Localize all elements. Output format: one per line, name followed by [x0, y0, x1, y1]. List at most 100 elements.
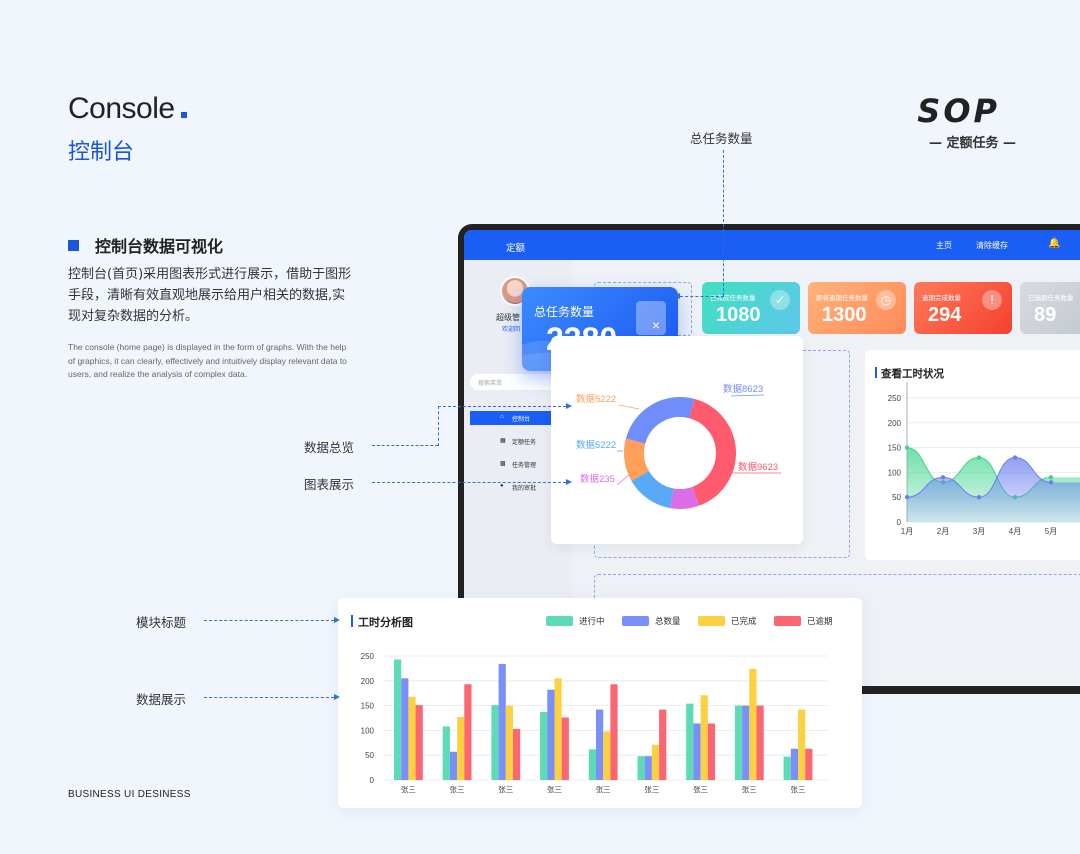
- donut-label: 数据5222: [576, 439, 616, 451]
- bar: [610, 684, 618, 780]
- bar: [408, 696, 416, 780]
- group-icon: ▩: [500, 461, 506, 467]
- y-tick-label: 200: [888, 419, 902, 428]
- data-point: [1048, 480, 1054, 485]
- bar: [547, 689, 555, 780]
- bar: [596, 709, 604, 780]
- stat-card-overdue[interactable]: 已逾期任务数量 89: [1020, 282, 1080, 334]
- bar: [588, 749, 596, 780]
- app-brand: 定额: [506, 243, 526, 254]
- title-dot: [180, 112, 187, 118]
- annotation-line: [680, 296, 724, 297]
- legend-item-in-progress[interactable]: 进行中: [546, 615, 605, 627]
- annotation-line: [438, 406, 566, 407]
- stat-card-about-overdue[interactable]: 即将逾期任务数量 1300 ◷: [808, 282, 906, 334]
- y-tick-label: 150: [361, 702, 375, 711]
- sidebar-item-console[interactable]: ⌂控制台: [470, 411, 552, 425]
- y-tick-label: 150: [888, 444, 902, 453]
- area-fill: [907, 457, 1080, 522]
- annotation-total-tasks: 总任务数量: [690, 131, 753, 146]
- annotation-line: [204, 620, 334, 621]
- x-tick-label: 张三: [742, 785, 757, 794]
- bar: [603, 731, 611, 780]
- brand-subtitle: — 定额任务 —: [928, 136, 1016, 151]
- y-tick-label: 250: [361, 652, 375, 661]
- annotation-line: [438, 406, 439, 446]
- bar: [783, 756, 791, 780]
- bar: [651, 744, 660, 780]
- top-nav-bar: 定额 主页 清除缓存 🔔: [464, 230, 1080, 260]
- x-tick-label: 张三: [693, 785, 708, 794]
- user-icon: ●: [500, 483, 504, 489]
- sidebar-item-quota-task[interactable]: ▦定额任务: [500, 438, 537, 446]
- legend-swatch: [774, 615, 801, 626]
- document-icon: [636, 301, 666, 335]
- legend-item-overdue[interactable]: 已逾期: [774, 615, 833, 627]
- bar: [805, 748, 813, 780]
- data-point: [1012, 455, 1018, 460]
- annotation-data-display: 数据展示: [136, 692, 187, 707]
- legend-swatch: [546, 615, 573, 626]
- x-tick-label: 张三: [596, 785, 611, 794]
- section-description-cn: 控制台(首页)采用图表形式进行展示，借助于图形手段，清晰有效直观地展示给用户相关…: [68, 267, 352, 324]
- x-tick-label: 张三: [401, 785, 416, 794]
- data-point: [904, 445, 910, 450]
- donut-leader-line: [618, 404, 640, 410]
- check-icon: ✓: [770, 290, 790, 310]
- y-tick-label: 200: [361, 677, 375, 686]
- annotation-overview: 数据总览: [304, 440, 355, 455]
- stat-card-completed[interactable]: 已完成任务数量 1080 ✓: [702, 282, 800, 334]
- donut-slice: [625, 397, 695, 445]
- bar: [464, 684, 472, 780]
- legend-item-total[interactable]: 总数量: [622, 615, 681, 627]
- donut-leader-line: [616, 474, 630, 486]
- y-tick-label: 100: [361, 726, 375, 735]
- nav-clear-cache[interactable]: 清除缓存: [976, 241, 1008, 250]
- bar: [415, 705, 423, 780]
- arrow-icon: [566, 403, 572, 409]
- y-tick-label: 250: [888, 394, 902, 403]
- x-tick-label: 张三: [450, 785, 465, 794]
- annotation-chart: 图表展示: [304, 477, 355, 492]
- bar: [505, 705, 513, 780]
- stat-card-overdue-completed[interactable]: 逾期完成数量 294 !: [914, 282, 1012, 334]
- home-icon: ⌂: [500, 414, 504, 420]
- page-title: Console: [68, 92, 187, 126]
- bar: [394, 659, 402, 780]
- clock-icon: ◷: [876, 290, 896, 310]
- sidebar-item-task-manage[interactable]: ▩任务管理: [500, 461, 537, 469]
- data-point: [976, 455, 982, 460]
- bell-icon[interactable]: 🔔: [1048, 238, 1061, 249]
- bar: [700, 695, 708, 780]
- y-tick-label: 100: [888, 468, 902, 477]
- x-tick-label: 2月: [937, 527, 949, 536]
- bar: [513, 728, 521, 780]
- brand-logo: SOP: [917, 92, 1000, 130]
- bar: [449, 751, 458, 780]
- annotation-line: [723, 150, 724, 296]
- nav-home[interactable]: 主页: [936, 241, 952, 250]
- y-tick-label: 0: [370, 776, 375, 785]
- donut-label: 数据8623: [723, 383, 763, 395]
- bar: [790, 748, 798, 780]
- arrow-icon: [566, 479, 572, 485]
- y-tick-label: 0: [897, 518, 902, 527]
- y-tick-label: 50: [892, 493, 901, 502]
- x-tick-label: 5月: [1045, 527, 1057, 536]
- donut-slice: [624, 438, 650, 481]
- bar: [554, 678, 562, 780]
- sidebar-item-my-approval[interactable]: ●我的审批: [500, 483, 537, 492]
- x-tick-label: 4月: [1009, 527, 1021, 536]
- legend-item-completed[interactable]: 已完成: [698, 615, 757, 627]
- donut-label: 数据5222: [576, 393, 616, 405]
- search-input[interactable]: 搜索菜单: [470, 374, 562, 390]
- donut-label: 数据235: [580, 473, 615, 485]
- x-tick-label: 张三: [644, 785, 659, 794]
- arrow-icon: [334, 694, 340, 700]
- section-square-icon: [68, 240, 79, 251]
- bar: [686, 703, 694, 780]
- y-tick-label: 50: [365, 751, 374, 760]
- data-point: [976, 495, 982, 500]
